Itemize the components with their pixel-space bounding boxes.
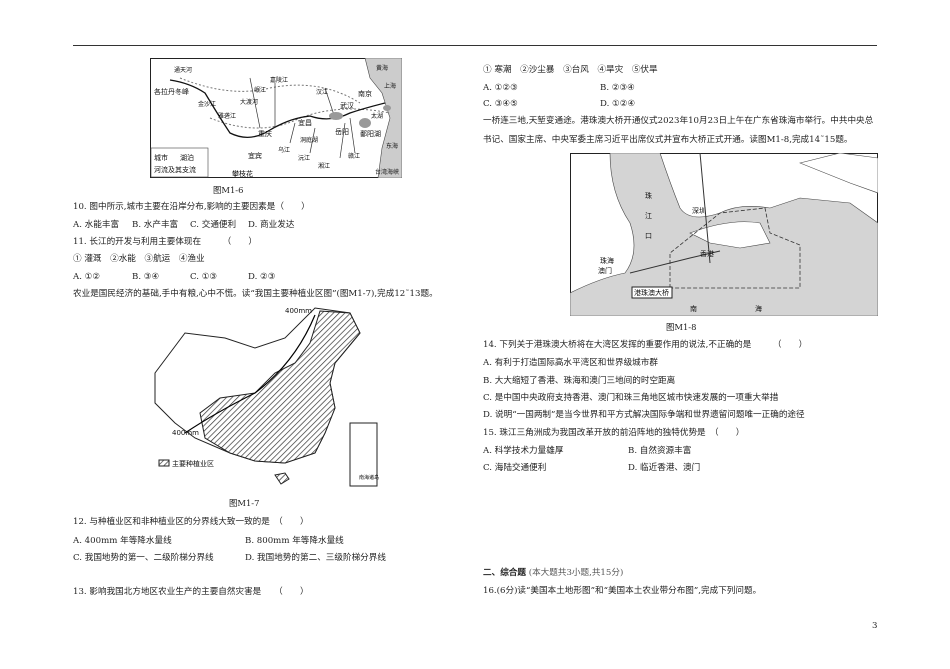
city-label-shanghai: 上海	[384, 82, 396, 90]
river-label-han: 汉江	[316, 88, 328, 96]
river-label-yalong: 雅砻江	[218, 112, 236, 120]
q15-option-a: A. 科学技术力量雄厚	[483, 446, 564, 456]
map-label: 攀枝花	[232, 169, 253, 178]
question-14-stem: 14. 下列关于港珠澳大桥将在大湾区发挥的重要作用的说法,不正确的是 （ ）	[483, 340, 808, 350]
q10-option-b: B. 水产丰富	[132, 220, 179, 230]
section-2-heading: 二、综合题 (本大题共3小题,共15分)	[483, 567, 623, 579]
q15-option-c: C. 海陆交通便利	[483, 463, 547, 473]
river-label-gan: 赣江	[348, 152, 360, 160]
river-label-wu: 乌江	[278, 146, 290, 154]
isohyet-label: 400mm	[285, 307, 312, 315]
page-number: 3	[872, 621, 878, 631]
q11-option-b: B. ③④	[132, 272, 160, 282]
intro-12-13: 农业是国民经济的基础,手中有粮,心中不慌。读“我国主要种植业区图”(图M1-7)…	[73, 289, 438, 299]
sea-label-donghai: 东海	[386, 142, 398, 150]
q13-items: ① 寒潮 ②沙尘暴 ③台风 ④旱灾 ⑤伏旱	[483, 65, 658, 75]
hzmb-map: 珠 江 口 深圳 香港 珠海 澳门 南 海 港珠澳大桥	[570, 153, 878, 316]
question-11-stem: 11. 长江的开发与利用主要体现在 （ ）	[73, 237, 257, 247]
legend-planting-area: 主要种植业区	[172, 459, 214, 468]
legend-lake: 湖泊	[180, 153, 194, 162]
lake-label-taihu: 太湖	[371, 112, 383, 120]
q11-option-d: D. ②③	[248, 272, 276, 282]
river-label-yuan: 沅江	[298, 154, 310, 162]
q11-items: ① 灌溉 ②水能 ③航运 ④渔业	[73, 254, 205, 264]
q15-option-b: B. 自然资源丰富	[628, 446, 692, 456]
figure-caption: 图M1-7	[229, 498, 260, 508]
question-10-stem: 10. 图中所示,城市主要在沿岸分布,影响的主要因素是（ ）	[73, 202, 310, 212]
map-label: 海	[755, 304, 762, 313]
inset-label: 南海诸岛	[359, 474, 379, 481]
q10-option-a: A. 水能丰富	[73, 220, 120, 230]
river-label-jialing: 嘉陵江	[270, 76, 288, 84]
q13-option-b: B. ②③④	[600, 83, 635, 93]
map-label: 香港	[700, 249, 714, 258]
q11-option-a: A. ①②	[73, 272, 101, 282]
map-label: 重庆	[258, 129, 272, 138]
river-label-min: 岷江	[254, 86, 266, 94]
figure-caption: 图M1-8	[666, 322, 697, 332]
map-label: 深圳	[692, 206, 706, 215]
q12-option-b: B. 800mm 年等降水量线	[245, 536, 344, 546]
legend-city: 城市	[154, 153, 168, 162]
map-label: 南京	[358, 89, 372, 98]
map-label: 澳门	[598, 266, 612, 275]
river-label-tongtian: 通天河	[174, 66, 192, 74]
river-label-jinsha: 金沙江	[198, 100, 216, 108]
map-label: 岳阳	[335, 127, 349, 136]
map-label: 武汉	[340, 101, 354, 110]
legend-river: 河流及其支流	[154, 165, 196, 174]
question-12-stem: 12. 与种植业区和非种植业区的分界线大致一致的是 （ ）	[73, 517, 309, 527]
q13-option-a: A. ①②③	[483, 83, 518, 93]
q10-option-c: C. 交通便利	[190, 220, 237, 230]
question-15-stem: 15. 珠江三角洲成为我国改革开放的前沿阵地的独特优势是 （ ）	[483, 428, 745, 438]
map-label: 珠	[645, 191, 652, 200]
river-label-dadu: 大渡河	[240, 98, 258, 106]
map-label: 江	[645, 212, 652, 220]
china-planting-map: 400mm 400mm 南海诸岛 主要种植业区	[154, 307, 379, 487]
map-label: 宜宾	[248, 151, 262, 160]
section-note: (本大题共3小题,共15分)	[528, 568, 624, 578]
map-label: 鄱阳湖	[360, 129, 381, 138]
q10-option-d: D. 商业发达	[248, 220, 295, 230]
bridge-label: 港珠澳大桥	[634, 288, 669, 297]
figure-caption: 图M1-6	[213, 185, 244, 195]
q11-option-c: C. ①③	[190, 272, 218, 282]
map-label: 南	[690, 304, 697, 313]
intro-14-15-line2: 书记、国家主席、中央军委主席习近平出席仪式并宣布大桥正式开通。读图M1-8,完成…	[483, 135, 853, 145]
question-16-stem: 16.(6分)读“美国本土地形图”和“美国本土农业带分布图”,完成下列问题。	[483, 586, 762, 596]
q14-option-c: C. 是中国中央政府支持香港、澳门和珠三角地区城市快速发展的一项重大举措	[483, 393, 779, 403]
q13-option-c: C. ③④⑤	[483, 99, 518, 109]
river-label-xiang: 湘江	[318, 162, 330, 170]
q12-option-c: C. 我国地势的第一、二级阶梯分界线	[73, 553, 214, 563]
section-title: 二、综合题	[483, 568, 526, 578]
yangtze-map: 各拉丹冬峰 重庆 宜宾 宜昌 岳阳 武汉 南京 鄱阳湖 攀枝花 通天河 金沙江 …	[150, 58, 402, 178]
q13-option-d: D. ①②④	[600, 99, 636, 109]
q14-option-d: D. 说明“一国两制”是当今世界和平方式解决国际争端和世界遗留问题唯一正确的途径	[483, 410, 805, 420]
strait-label-taiwan: 台湾海峡	[375, 168, 399, 176]
q12-option-a: A. 400mm 年等降水量线	[73, 536, 172, 546]
lake-label-dongting: 洞庭湖	[300, 136, 318, 144]
header-rule	[73, 45, 877, 46]
intro-14-15-line1: 一桥连三地,天堑变通途。港珠澳大桥开通仪式2023年10月23日上午在广东省珠海…	[483, 116, 874, 126]
q12-option-d: D. 我国地势的第二、三级阶梯分界线	[245, 553, 386, 563]
map-label: 宜昌	[298, 118, 312, 127]
map-label: 各拉丹冬峰	[154, 87, 189, 96]
q15-option-d: D. 临近香港、澳门	[628, 463, 701, 473]
isohyet-label: 400mm	[172, 429, 199, 437]
map-label: 珠海	[600, 256, 614, 265]
map-label: 口	[645, 232, 652, 240]
q14-option-a: A. 有利于打造国际高水平湾区和世界级城市群	[483, 358, 658, 368]
question-13-stem: 13. 影响我国北方地区农业生产的主要自然灾害是 （ ）	[73, 587, 309, 597]
q14-option-b: B. 大大缩短了香港、珠海和澳门三地间的时空距离	[483, 376, 676, 386]
sea-label-huanghai: 黄海	[376, 64, 388, 72]
